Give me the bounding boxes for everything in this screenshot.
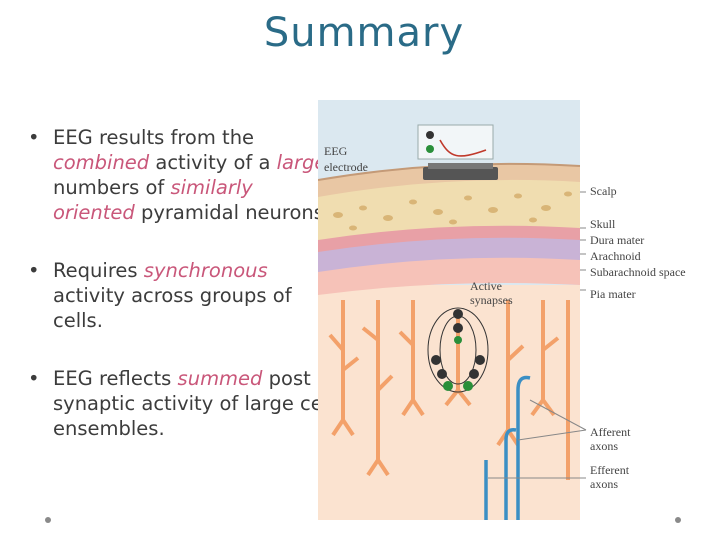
emphasis-text: combined xyxy=(53,151,150,174)
label-eeg-electrode: electrode xyxy=(324,160,368,174)
axons xyxy=(484,375,531,520)
bullet-item: EEG results from the combined activity o… xyxy=(28,125,338,225)
label-afferent-axons: Afferent xyxy=(590,425,631,439)
bullet-text: numbers of xyxy=(53,176,171,199)
label-efferent-axons: Efferent xyxy=(590,463,630,477)
bullet-text: activity of a xyxy=(149,151,277,174)
label-skull: Skull xyxy=(590,217,616,231)
eeg-illustration: EEG electrode Scalp Skull Dura mater Ara… xyxy=(318,100,686,520)
bullet-item: EEG reflects summed post synaptic activi… xyxy=(28,366,338,441)
emphasis-text: summed xyxy=(177,367,263,390)
bullet-item: Requires synchronous activity across gro… xyxy=(28,258,338,333)
bullet-text: EEG results from the xyxy=(53,126,255,149)
emphasis-text: large xyxy=(276,151,327,174)
label-active-synapses: Active xyxy=(470,279,502,293)
label-pia-mater: Pia mater xyxy=(590,287,636,301)
bullet-text: pyramidal neurons. xyxy=(134,201,331,224)
bullet-list: EEG results from the combined activity o… xyxy=(28,125,338,474)
scalp-layer xyxy=(318,163,580,197)
label-arachnoid: Arachnoid xyxy=(590,249,641,263)
label-subarachnoid-space: Subarachnoid space xyxy=(590,265,686,279)
leader-lines xyxy=(488,191,587,479)
label-active-synapses: synapses xyxy=(470,293,513,307)
arachnoid-layer xyxy=(318,235,580,272)
label-dura-mater: Dura mater xyxy=(590,233,644,247)
bullet-text: Requires xyxy=(53,259,144,282)
bullet-text: EEG reflects xyxy=(53,367,178,390)
emphasis-text: synchronous xyxy=(143,259,268,282)
label-efferent-axons: axons xyxy=(590,477,618,491)
active-synapses xyxy=(427,307,489,393)
slide-corner-dot xyxy=(675,517,681,523)
eeg-readout xyxy=(417,124,494,160)
eeg-electrode xyxy=(423,167,498,180)
bullet-text: activity across groups of cells. xyxy=(53,284,292,332)
emphasis-text: similarly oriented xyxy=(53,176,253,224)
slide-corner-dot xyxy=(45,517,51,523)
skull-layer xyxy=(318,177,580,240)
label-eeg-electrode: EEG xyxy=(324,144,348,158)
label-afferent-axons: axons xyxy=(590,439,618,453)
bullet-text: post synaptic activity of large cell ens… xyxy=(53,367,334,440)
label-scalp: Scalp xyxy=(590,184,617,198)
skull-texture xyxy=(333,191,572,231)
pyramidal-neurons xyxy=(328,300,570,480)
slide-title: Summary xyxy=(263,10,465,56)
pia-layer xyxy=(318,255,580,295)
